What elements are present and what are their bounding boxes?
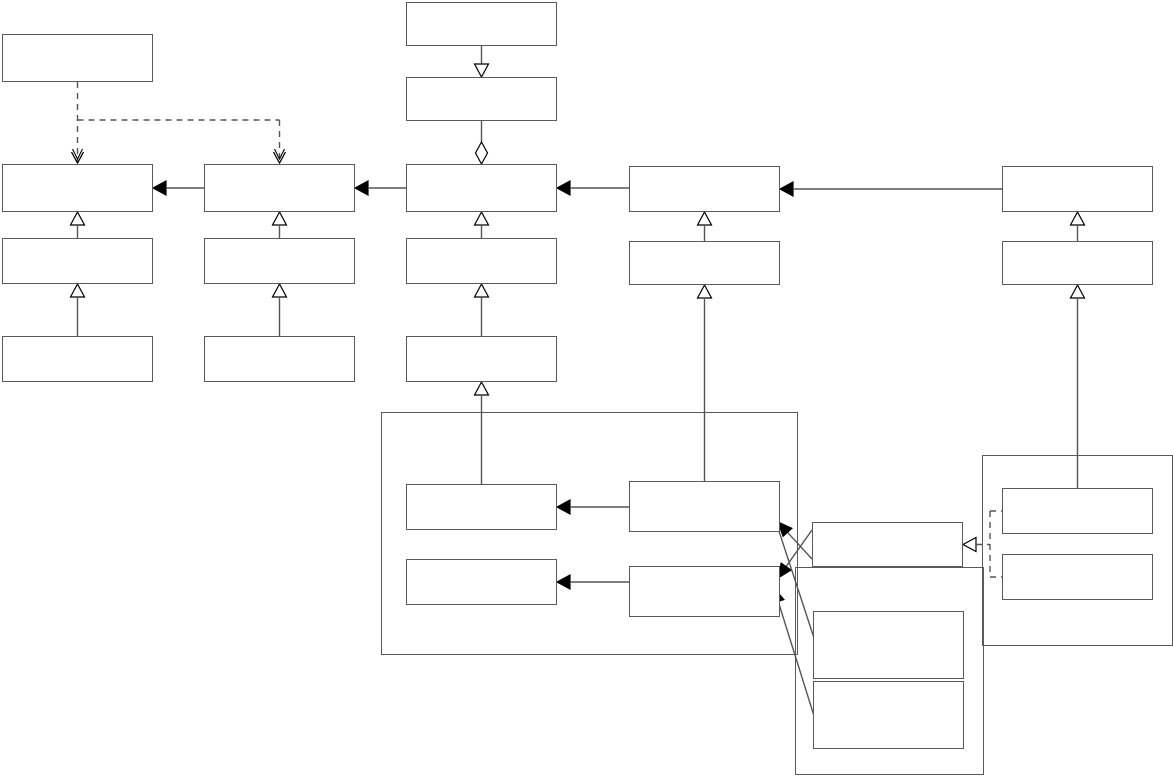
dep-addressformater-imachineproperty-arrowhead (70, 151, 85, 165)
assoc-iutilityproperty-imachineproperty-arrowhead (151, 179, 167, 197)
gen-baseconnector-iconnector-arrowhead (1069, 210, 1086, 226)
class-node-OpcDaProtocalLinker[interactable] (629, 481, 780, 532)
class-node-BaseProtocal[interactable] (406, 238, 557, 284)
class-node-OpcMachine[interactable] (2, 336, 153, 382)
class-node-IProtocal[interactable] (406, 164, 557, 212)
gen-protocalgroup-opcprotocal-arrowhead (473, 380, 490, 396)
class-node-OpcUtility[interactable] (204, 336, 355, 382)
class-node-BaseMachineLeft[interactable] (2, 238, 153, 284)
real-connectors-iclientextend-arrowhead (961, 536, 977, 553)
class-node-IConnector[interactable] (1002, 166, 1153, 212)
gen-protocallinker-iprotocallinker-arrowhead (696, 210, 713, 226)
class-node-OpcUaProtocal[interactable] (406, 559, 557, 605)
class-node-DaConnector[interactable] (1002, 488, 1153, 534)
class-node-IProtocalLinker[interactable] (629, 166, 780, 212)
class-node-BaseConnector[interactable] (1002, 241, 1153, 285)
gen-baseutility-iutilityproperty-arrowhead (271, 210, 288, 226)
class-node-OpcDaProtocal[interactable] (406, 484, 557, 530)
gen-baseprotocal-iprotocal-arrowhead (473, 210, 490, 226)
gen-opcutility-baseutility-arrowhead (271, 282, 288, 298)
gen-opcdaprotocallinker-protocallinker-arrowhead (696, 283, 713, 299)
class-node-AddressFormater[interactable] (2, 34, 153, 82)
open-arrow-head-inner (72, 148, 83, 161)
class-node-OpcProtocal[interactable] (406, 336, 557, 382)
assoc-iconnector-iprotocallinker-arrowhead (778, 180, 794, 198)
gen-opcmachine-basemachine-arrowhead (69, 282, 86, 298)
class-node-OpcUaProtocalLinker[interactable] (629, 566, 780, 617)
class-node-BaseUtility[interactable] (204, 238, 355, 284)
class-node-OpcDaProtocalLinkerBytes[interactable] (813, 611, 964, 679)
assoc-iprotocal-iutilityproperty-arrowhead (353, 179, 369, 197)
group-protocal-impl-group (381, 412, 798, 655)
class-node-ProtocalUnit[interactable] (406, 77, 557, 121)
gen-connectorgroup-baseconnector-arrowhead (1069, 283, 1086, 299)
class-node-IUtilityProperty[interactable] (204, 164, 355, 212)
class-node-UaConnector[interactable] (1002, 554, 1153, 600)
class-node-IClientExtend[interactable] (812, 522, 963, 567)
class-node-ProtocalLinker[interactable] (629, 241, 780, 285)
group-connector-group (982, 455, 1173, 646)
gen-basemachine-imachineproperty-arrowhead (69, 210, 86, 226)
gen-basemachine-protocalunit-arrowhead (473, 63, 490, 79)
gen-opcprotocal-baseprotocal-arrowhead (473, 282, 490, 298)
dep-addressformater-iutilityproperty-arrowhead (272, 151, 287, 165)
class-node-BaseMachineTop[interactable] (406, 2, 557, 46)
agg-protocalunit-iprotocal-diamond (474, 140, 489, 166)
assoc-iprotocallinker-iprotocal-arrowhead (555, 179, 571, 197)
class-node-IMachineProperty[interactable] (2, 164, 153, 212)
class-node-OpcUaProtocalLinkerBytes[interactable] (813, 681, 964, 749)
open-arrow-head-inner (274, 148, 285, 161)
